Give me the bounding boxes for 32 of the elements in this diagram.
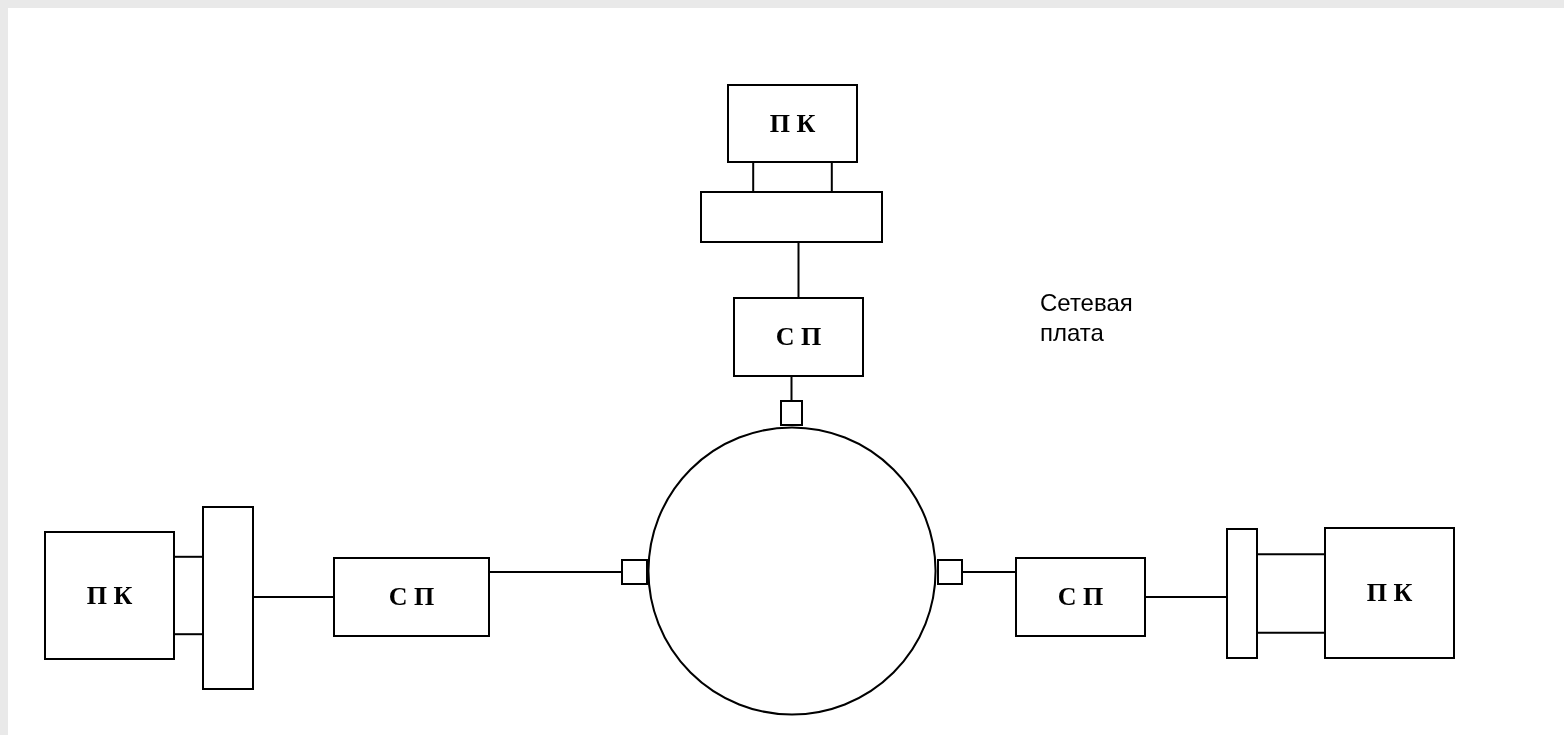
- adapter-box: [700, 191, 883, 243]
- connector-bar: [202, 506, 254, 690]
- connector-square: [937, 559, 963, 585]
- connection-line: [1257, 553, 1325, 556]
- device-label: П К: [769, 108, 816, 139]
- connector-bar: [1226, 528, 1258, 659]
- connection-line: [253, 596, 334, 598]
- connection-line: [962, 571, 1016, 573]
- connector-square: [780, 400, 803, 426]
- device-box: [44, 531, 175, 660]
- device-box: [1015, 557, 1146, 637]
- connection-line: [174, 633, 203, 636]
- connection-line: [1145, 596, 1227, 598]
- connection-line: [174, 555, 203, 558]
- connection-line: [830, 162, 833, 192]
- device-label: С П: [1057, 582, 1104, 612]
- connector-square: [621, 559, 648, 585]
- device-label: С П: [388, 582, 435, 612]
- device-label: С П: [775, 322, 822, 352]
- device-box: [727, 84, 858, 163]
- connection-line: [1257, 631, 1325, 634]
- connection-line: [752, 162, 755, 192]
- device-label: П К: [1366, 578, 1413, 608]
- connection-line: [790, 376, 793, 401]
- note-text: Сетевая плата: [1040, 288, 1134, 348]
- connection-line: [489, 571, 622, 573]
- ring-circle: [647, 426, 937, 716]
- device-box: [333, 557, 490, 637]
- connection-line: [797, 242, 800, 298]
- device-box: [733, 297, 864, 377]
- device-box: [1324, 527, 1455, 659]
- device-label: П К: [86, 580, 133, 611]
